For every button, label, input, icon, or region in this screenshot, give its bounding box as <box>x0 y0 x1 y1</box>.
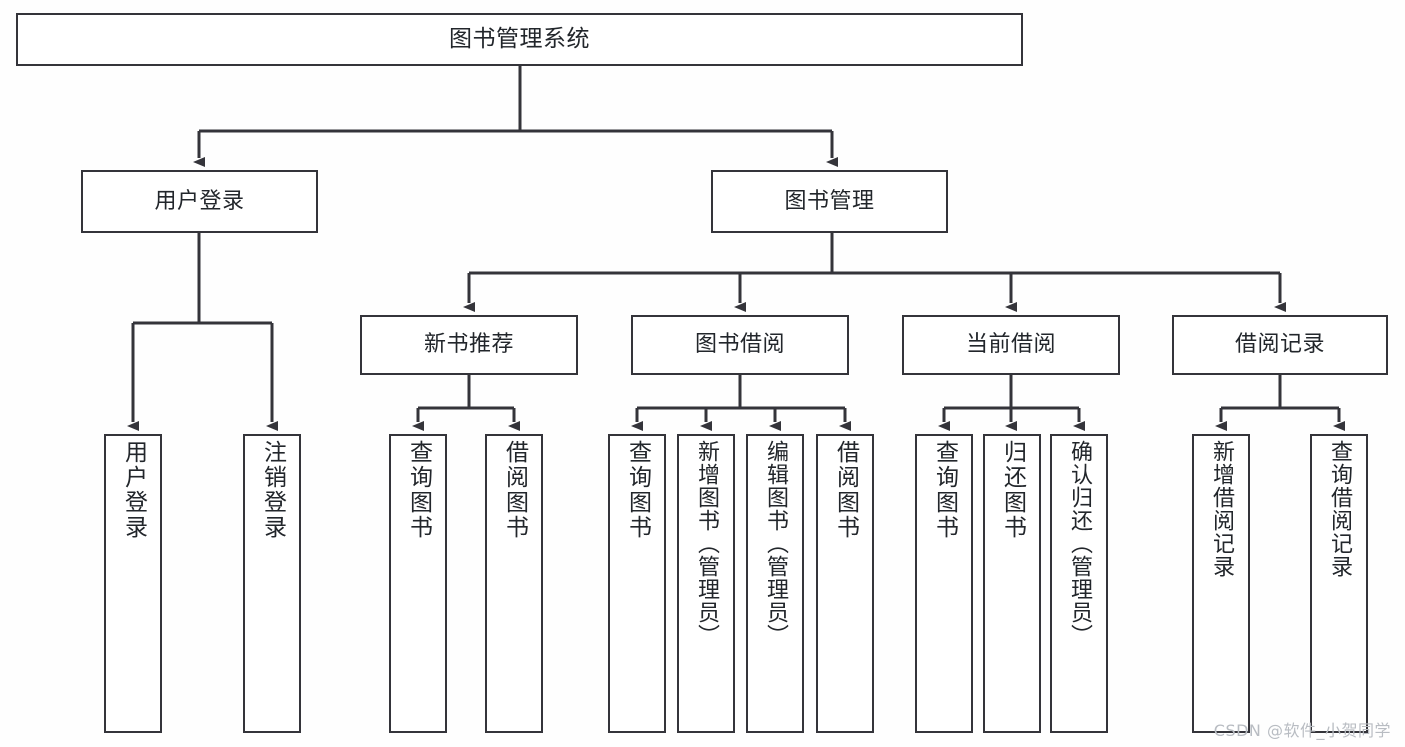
node-leaf-return-book[interactable]: 归还图书 <box>983 434 1041 733</box>
node-current-borrow[interactable]: 当前借阅 <box>902 315 1120 375</box>
node-leaf-query-record-label: 查询借阅记录 <box>1327 440 1352 578</box>
node-root-label: 图书管理系统 <box>449 26 590 52</box>
node-leaf-query-book-2-label: 查询图书 <box>624 440 651 540</box>
node-leaf-logout-label: 注销登录 <box>259 440 286 540</box>
node-leaf-borrow-book-2-label: 借阅图书 <box>832 440 859 540</box>
node-leaf-confirm-return[interactable]: 确认归还（管理员） <box>1050 434 1108 733</box>
node-leaf-query-book-1[interactable]: 查询图书 <box>389 434 447 733</box>
node-borrow-record[interactable]: 借阅记录 <box>1172 315 1388 375</box>
node-leaf-confirm-return-label: 确认归还（管理员） <box>1067 440 1092 647</box>
node-leaf-borrow-book-1-label: 借阅图书 <box>501 440 528 540</box>
node-book-borrow[interactable]: 图书借阅 <box>631 315 849 375</box>
node-leaf-edit-book-label: 编辑图书（管理员） <box>763 440 788 647</box>
node-leaf-query-book-3-label: 查询图书 <box>931 440 958 540</box>
node-leaf-add-record[interactable]: 新增借阅记录 <box>1192 434 1250 733</box>
node-user-login[interactable]: 用户登录 <box>81 170 318 233</box>
node-new-book-recommend[interactable]: 新书推荐 <box>360 315 578 375</box>
node-leaf-borrow-book-2[interactable]: 借阅图书 <box>816 434 874 733</box>
node-leaf-add-book[interactable]: 新增图书（管理员） <box>677 434 735 733</box>
node-current-borrow-label: 当前借阅 <box>965 332 1056 357</box>
node-borrow-record-label: 借阅记录 <box>1234 332 1325 357</box>
node-book-borrow-label: 图书借阅 <box>694 332 785 357</box>
node-book-manage[interactable]: 图书管理 <box>711 170 948 233</box>
node-leaf-query-book-2[interactable]: 查询图书 <box>608 434 666 733</box>
node-leaf-add-record-label: 新增借阅记录 <box>1209 440 1234 578</box>
node-leaf-query-record[interactable]: 查询借阅记录 <box>1310 434 1368 733</box>
node-leaf-user-login-label: 用户登录 <box>120 440 147 540</box>
node-root[interactable]: 图书管理系统 <box>16 13 1023 66</box>
node-leaf-borrow-book-1[interactable]: 借阅图书 <box>485 434 543 733</box>
node-leaf-user-login[interactable]: 用户登录 <box>104 434 162 733</box>
watermark: CSDN @软件_小贺同学 <box>1213 721 1391 740</box>
node-new-book-recommend-label: 新书推荐 <box>423 332 514 357</box>
node-leaf-query-book-1-label: 查询图书 <box>405 440 432 540</box>
node-book-manage-label: 图书管理 <box>784 188 875 214</box>
node-leaf-add-book-label: 新增图书（管理员） <box>694 440 719 647</box>
node-leaf-query-book-3[interactable]: 查询图书 <box>915 434 973 733</box>
node-leaf-return-book-label: 归还图书 <box>999 440 1026 540</box>
node-leaf-logout[interactable]: 注销登录 <box>243 434 301 733</box>
node-user-login-label: 用户登录 <box>154 188 245 214</box>
node-leaf-edit-book[interactable]: 编辑图书（管理员） <box>746 434 804 733</box>
